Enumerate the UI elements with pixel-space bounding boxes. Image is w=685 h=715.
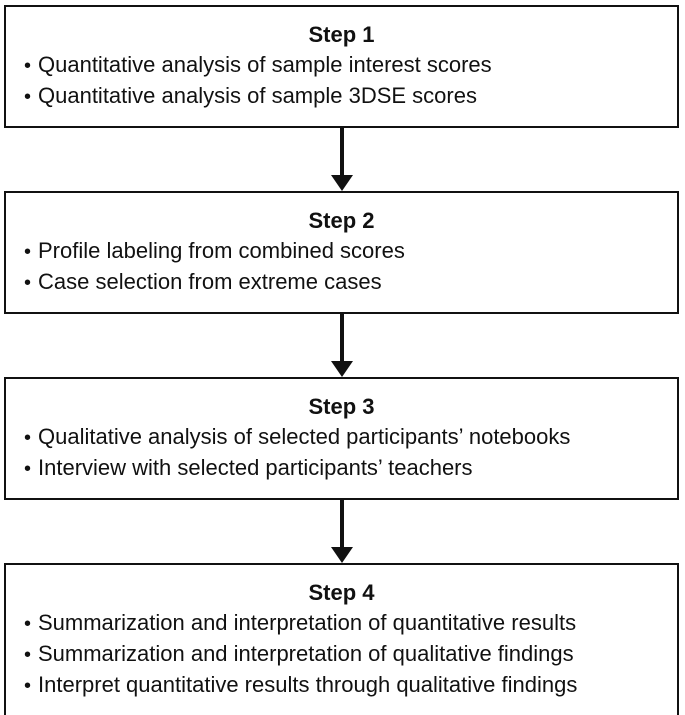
bullet-text: Case selection from extreme cases (38, 269, 382, 294)
step-3-bullet-2: • Interview with selected participants’ … (20, 453, 663, 484)
step-4-bullet-2: • Summarization and interpretation of qu… (20, 639, 663, 670)
step-2-bullet-2: • Case selection from extreme cases (20, 267, 663, 298)
bullet-icon: • (24, 241, 32, 263)
step-1-bullet-2: • Quantitative analysis of sample 3DSE s… (20, 81, 663, 112)
bullet-icon: • (24, 427, 32, 449)
bullet-text: Quantitative analysis of sample 3DSE sco… (38, 83, 477, 108)
step-1-title: Step 1 (308, 22, 375, 47)
bullet-text: Summarization and interpretation of qual… (38, 641, 574, 666)
arrow-down-icon (330, 361, 353, 377)
step-4-title: Step 4 (308, 580, 375, 605)
bullet-text: Summarization and interpretation of quan… (38, 610, 577, 635)
bullet-icon: • (24, 644, 32, 666)
bullet-text: Profile labeling from combined scores (38, 238, 405, 263)
arrow-shaft (339, 500, 344, 547)
step-4-box: Step 4 • Summarization and interpretatio… (4, 563, 679, 715)
step-3-bullet-1: • Qualitative analysis of selected parti… (20, 422, 663, 453)
flow-arrow-2 (4, 314, 679, 377)
bullet-icon: • (24, 675, 32, 697)
step-3-title: Step 3 (308, 394, 375, 419)
step-4-bullet-1: • Summarization and interpretation of qu… (20, 608, 663, 639)
bullet-text: Qualitative analysis of selected partici… (38, 424, 571, 449)
bullet-icon: • (24, 272, 32, 294)
arrow-shaft (339, 128, 344, 175)
bullet-icon: • (24, 86, 32, 108)
flow-arrow-3 (4, 500, 679, 563)
step-2-title: Step 2 (308, 208, 375, 233)
bullet-text: Quantitative analysis of sample interest… (38, 52, 492, 77)
step-2-box: Step 2 • Profile labeling from combined … (4, 191, 679, 314)
bullet-icon: • (24, 613, 32, 635)
bullet-text: Interpret quantitative results through q… (38, 672, 578, 697)
step-2-bullet-1: • Profile labeling from combined scores (20, 236, 663, 267)
step-1-bullet-1: • Quantitative analysis of sample intere… (20, 50, 663, 81)
flow-arrow-1 (4, 128, 679, 191)
bullet-icon: • (24, 458, 32, 480)
step-4-bullet-3: • Interpret quantitative results through… (20, 670, 663, 701)
bullet-text: Interview with selected participants’ te… (38, 455, 473, 480)
arrow-down-icon (330, 175, 353, 191)
arrow-down-icon (330, 547, 353, 563)
bullet-icon: • (24, 55, 32, 77)
arrow-shaft (339, 314, 344, 361)
step-3-box: Step 3 • Qualitative analysis of selecte… (4, 377, 679, 500)
step-1-box: Step 1 • Quantitative analysis of sample… (4, 5, 679, 128)
